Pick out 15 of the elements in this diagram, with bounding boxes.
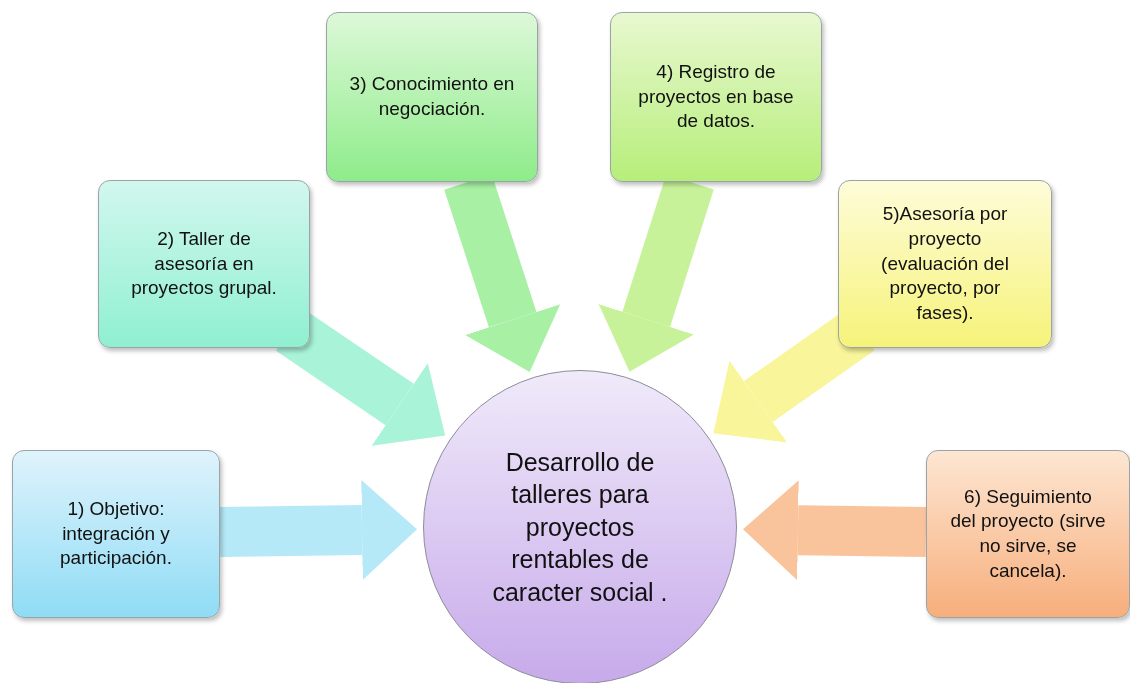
step-box [98, 180, 310, 348]
node-text: 4) Registro de proyectos en base de datos. [637, 59, 795, 134]
block-arrow [743, 480, 927, 581]
node-text: 6) Seguimiento del proyecto (sirve no sirve, se cancela). [949, 484, 1107, 583]
step-box [12, 450, 220, 618]
node-text: 2) Taller de asesoría en proyectos grupal. [130, 226, 278, 301]
step-box [838, 180, 1052, 348]
node-text: 5)Asesoría por proyecto (evaluación del proyecto, por fases). [880, 202, 1010, 326]
step-box [610, 12, 822, 182]
block-arrow [219, 480, 417, 580]
node-text: 1) Objetivo: integración y participación. [59, 496, 173, 571]
node-text: 3) Conocimiento en negociación. [349, 72, 515, 121]
node-text: Desarrollo de talleres para proyectos rentables de caracter social . [491, 446, 669, 608]
step-box [926, 450, 1130, 618]
step-box [326, 12, 538, 182]
